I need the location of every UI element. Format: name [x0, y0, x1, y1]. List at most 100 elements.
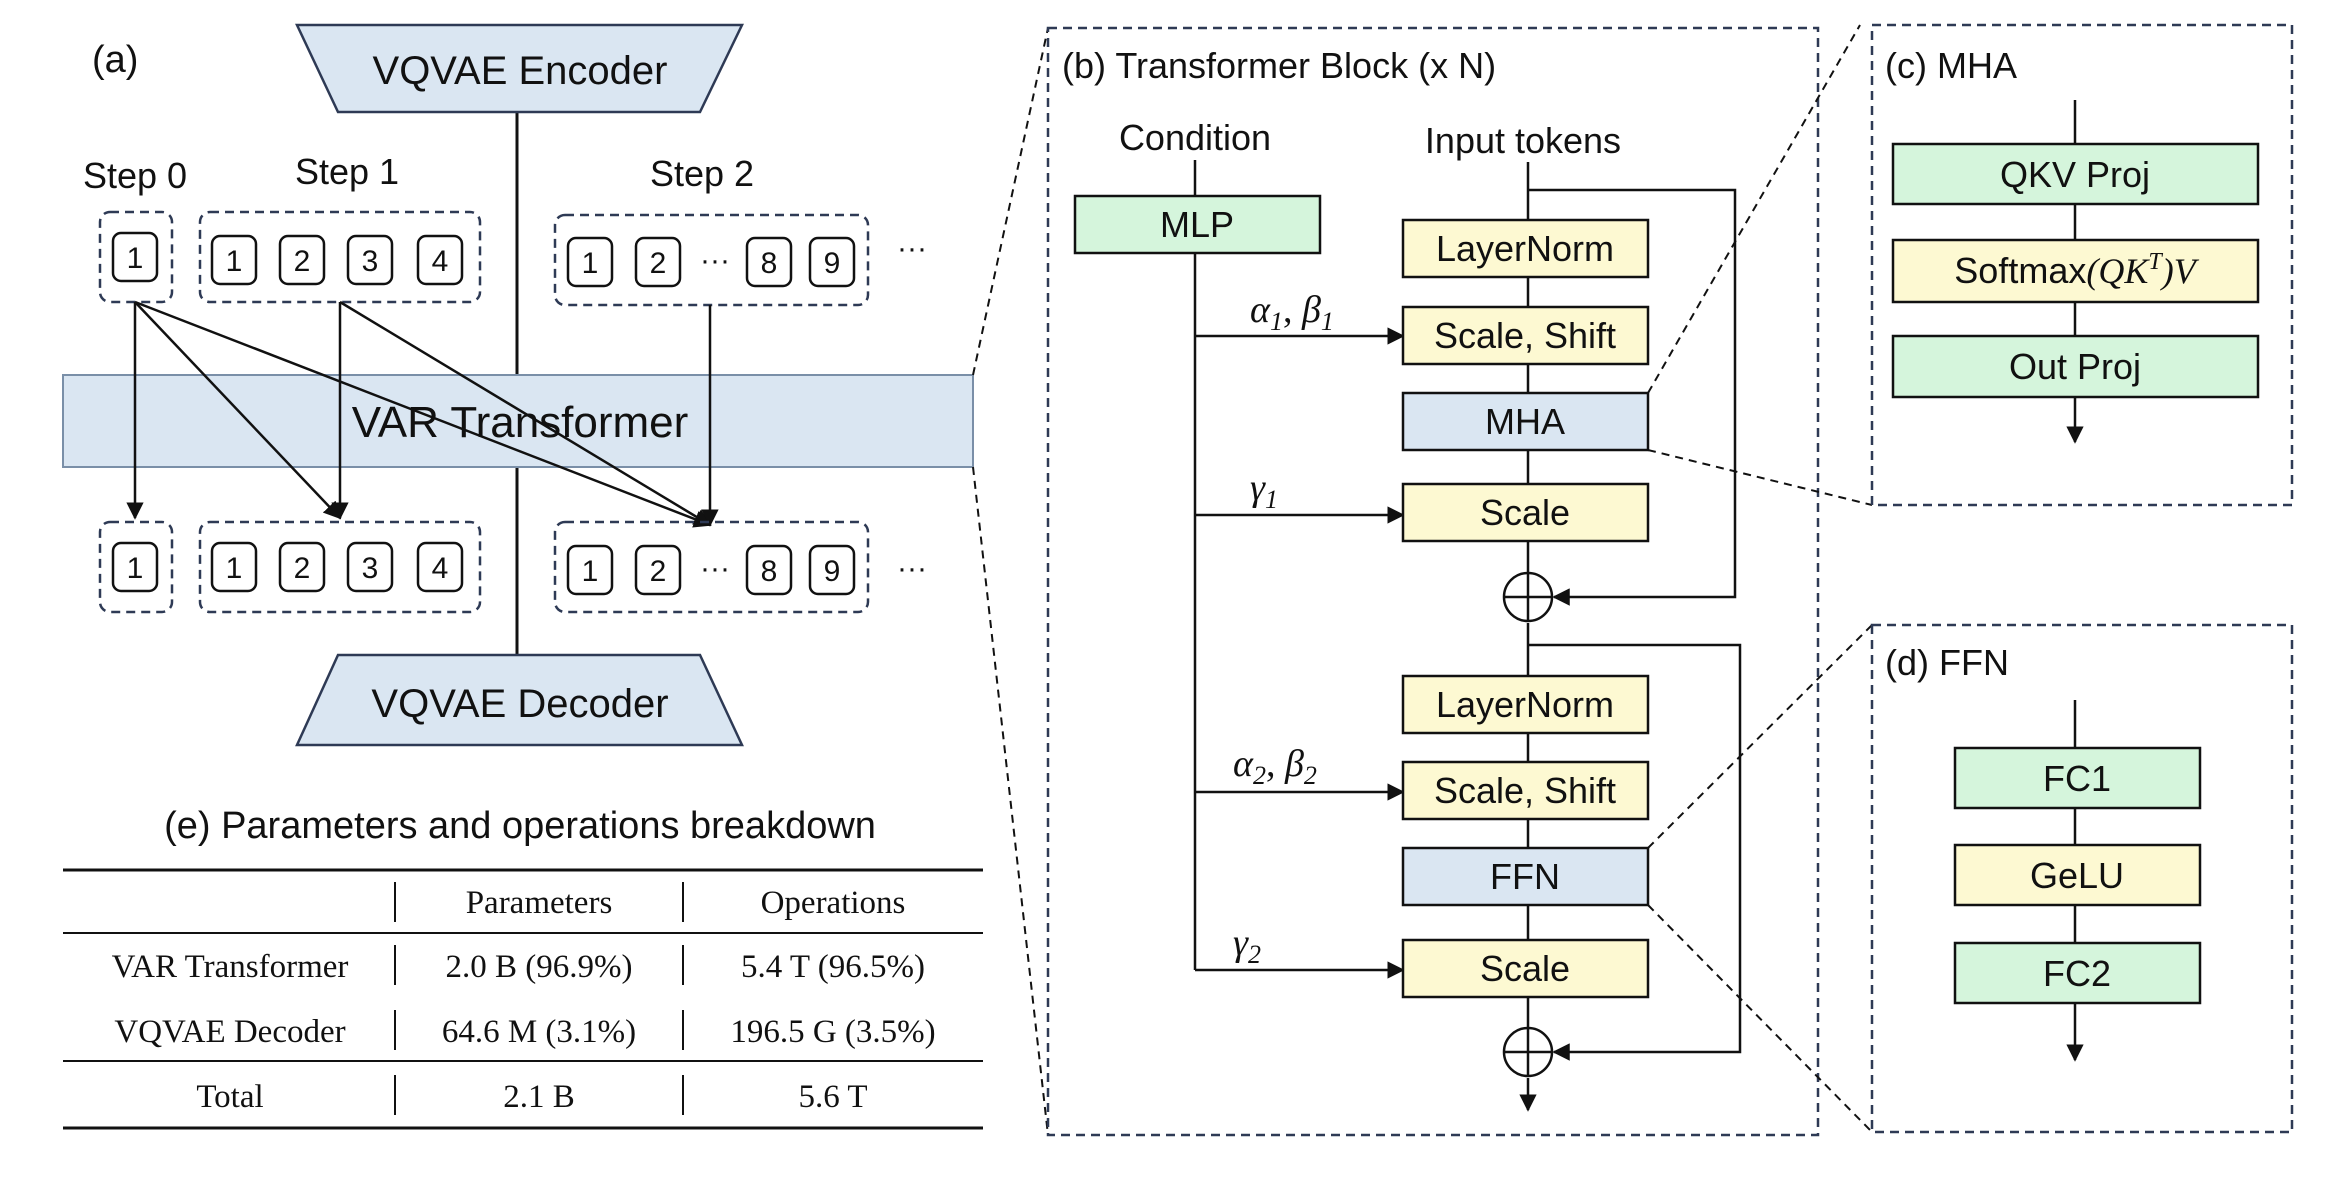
table-cell: 2.0 B (96.9%)	[446, 949, 633, 985]
svg-text:LayerNorm: LayerNorm	[1436, 228, 1614, 269]
svg-text:Scale, Shift: Scale, Shift	[1434, 315, 1616, 356]
condition-path	[1193, 160, 1405, 979]
panel-c: (c) MHA QKV Proj Softmax(QKT)V Out Proj	[1870, 23, 2294, 507]
svg-text:1: 1	[127, 242, 144, 275]
zoom-lines-ab	[972, 27, 1049, 1136]
svg-text:MLP: MLP	[1160, 204, 1234, 245]
token: 1	[566, 236, 614, 288]
token: 8	[745, 236, 793, 288]
token: 1	[111, 231, 159, 283]
token: 3	[346, 234, 394, 286]
svg-text:1: 1	[582, 555, 599, 588]
svg-text:1: 1	[226, 552, 243, 585]
token: 8	[745, 544, 793, 596]
token: 4	[416, 234, 464, 286]
scale-box: Scale	[1401, 482, 1650, 543]
svg-text:QKV Proj: QKV Proj	[2000, 154, 2150, 195]
token: 3	[346, 541, 394, 593]
token: 2	[278, 541, 326, 593]
token: 1	[210, 541, 258, 593]
panel-c-label: (c) MHA	[1885, 45, 2017, 86]
svg-text:1: 1	[127, 552, 144, 585]
panel-e: (e) Parameters and operations breakdown …	[63, 805, 983, 1130]
ellipsis: ···	[897, 232, 927, 265]
table-cell: 196.5 G (3.5%)	[730, 1014, 935, 1050]
alpha2-beta2-label: α2, β2	[1233, 743, 1317, 790]
svg-text:9: 9	[824, 247, 841, 280]
gamma1-label: γ1	[1250, 467, 1278, 514]
step2-group-top	[553, 213, 870, 307]
token: 1	[111, 541, 159, 593]
svg-text:2: 2	[294, 245, 311, 278]
panel-d-border	[1870, 623, 2294, 1134]
svg-text:GeLU: GeLU	[2030, 855, 2124, 896]
scale-shift-box: Scale, Shift	[1401, 305, 1650, 366]
step2-group-bottom	[553, 520, 870, 614]
out-proj-box: Out Proj	[1891, 334, 2260, 399]
vqvae-encoder: VQVAE Encoder	[295, 23, 744, 114]
alpha1-beta1-label: α1, β1	[1250, 289, 1334, 336]
ellipsis: ···	[700, 244, 730, 277]
svg-text:3: 3	[362, 552, 379, 585]
svg-text:2: 2	[650, 247, 667, 280]
svg-text:Scale: Scale	[1480, 492, 1570, 533]
svg-text:Scale, Shift: Scale, Shift	[1434, 770, 1616, 811]
table-title: (e) Parameters and operations breakdown	[164, 805, 876, 847]
panel-a: (a) VQVAE Encoder Step 0 Step 1 Step 2 1…	[62, 23, 974, 747]
table-cell: VQVAE Decoder	[114, 1014, 345, 1050]
residual-add-2	[1502, 1026, 1554, 1078]
transformer-label: VAR Transformer	[352, 398, 689, 447]
panel-a-label: (a)	[92, 39, 138, 81]
mha-box: MHA	[1401, 391, 1650, 452]
var-transformer: VAR Transformer	[62, 374, 974, 468]
svg-text:9: 9	[824, 555, 841, 588]
svg-text:4: 4	[432, 245, 449, 278]
svg-text:1: 1	[582, 247, 599, 280]
token: 2	[634, 544, 682, 596]
table-cell: 64.6 M (3.1%)	[442, 1014, 636, 1050]
ffn-box: FFN	[1401, 846, 1650, 907]
svg-text:Scale: Scale	[1480, 948, 1570, 989]
scale-shift-box: Scale, Shift	[1401, 760, 1650, 821]
token-connections	[126, 300, 719, 528]
vqvae-decoder: VQVAE Decoder	[295, 653, 744, 747]
scale-box: Scale	[1401, 938, 1650, 999]
panel-c-border	[1870, 23, 2294, 507]
softmax-box: Softmax(QKT)V	[1891, 238, 2260, 304]
layernorm-box: LayerNorm	[1401, 674, 1650, 735]
svg-text:FC1: FC1	[2043, 758, 2111, 799]
svg-text:1: 1	[226, 245, 243, 278]
token: 9	[808, 544, 856, 596]
svg-text:FC2: FC2	[2043, 953, 2111, 994]
svg-text:MHA: MHA	[1485, 401, 1565, 442]
encoder-label: VQVAE Encoder	[373, 49, 668, 93]
gelu-box: GeLU	[1953, 843, 2202, 907]
svg-text:8: 8	[761, 247, 778, 280]
ellipsis: ···	[897, 552, 927, 585]
zoom-lines-bc-bd	[1647, 24, 1873, 1133]
ellipsis: ···	[700, 552, 730, 585]
table-header-cell: Operations	[761, 885, 906, 921]
svg-text:3: 3	[362, 245, 379, 278]
step0-label: Step 0	[83, 155, 187, 196]
svg-text:LayerNorm: LayerNorm	[1436, 684, 1614, 725]
svg-text:Out Proj: Out Proj	[2009, 346, 2141, 387]
table-header-cell: Parameters	[466, 885, 613, 921]
fc1-box: FC1	[1953, 746, 2202, 810]
table-cell: Total	[196, 1079, 263, 1115]
token: 1	[566, 544, 614, 596]
svg-text:FFN: FFN	[1490, 856, 1560, 897]
input-tokens-label: Input tokens	[1425, 120, 1621, 161]
gamma2-label: γ2	[1233, 922, 1261, 969]
table-cell: 5.6 T	[798, 1079, 867, 1115]
svg-text:2: 2	[294, 552, 311, 585]
condition-label: Condition	[1119, 117, 1271, 158]
panel-d: (d) FFN FC1 GeLU FC2	[1870, 623, 2294, 1134]
token: 1	[210, 234, 258, 286]
token: 9	[808, 236, 856, 288]
table-cell: 2.1 B	[503, 1079, 575, 1115]
step0-group-bottom	[98, 520, 174, 614]
svg-text:2: 2	[650, 555, 667, 588]
mlp-box: MLP	[1073, 194, 1322, 255]
